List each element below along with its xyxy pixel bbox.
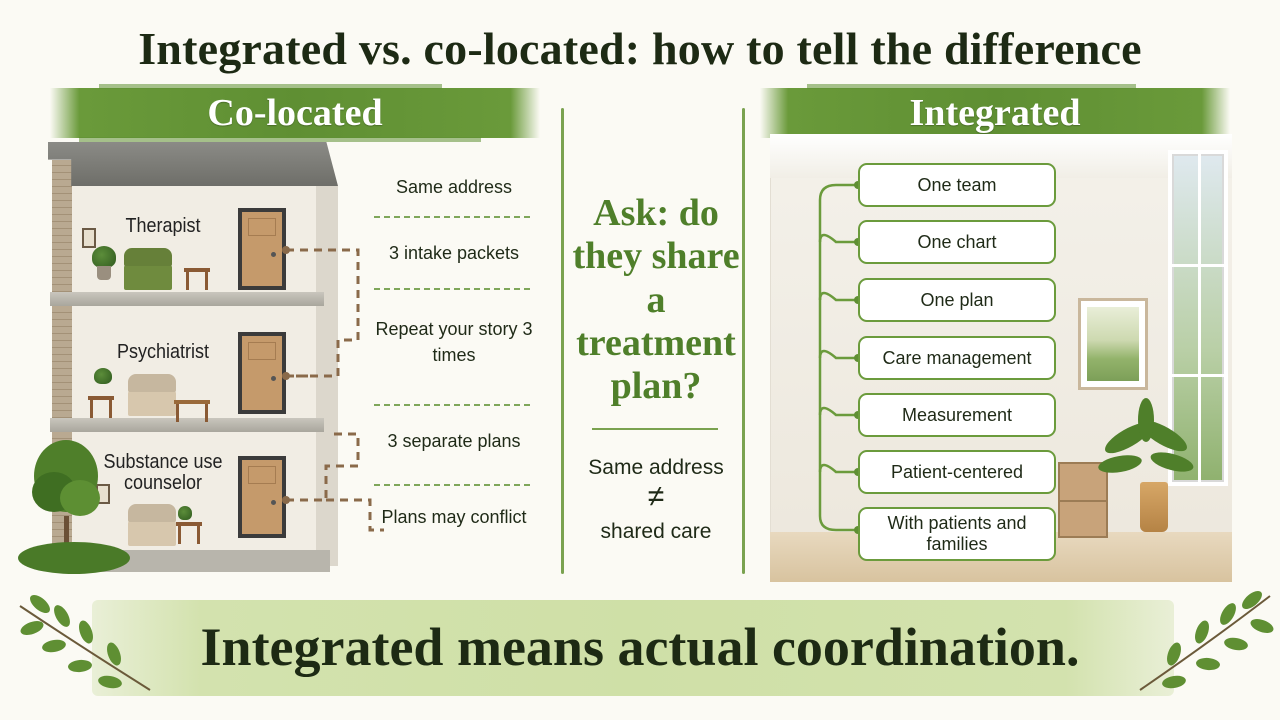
divider-line <box>742 108 745 574</box>
connector-line <box>286 432 360 502</box>
side-table-icon <box>88 396 114 418</box>
dashed-separator <box>374 288 530 290</box>
landscape-painting-icon <box>1078 298 1148 390</box>
leaf-branch-icon <box>19 595 151 691</box>
ask-question: Ask: do they share a treatment plan? <box>572 192 740 408</box>
co-located-item: 3 intake packets <box>388 243 520 263</box>
dashed-separator <box>374 484 530 486</box>
co-located-item: Plans may conflict <box>381 507 527 527</box>
co-located-item: Repeat your story 3 times <box>375 319 533 366</box>
integrated-item: Patient-centered <box>858 450 1056 494</box>
integrated-item: One plan <box>858 278 1056 322</box>
armchair-icon <box>128 518 176 546</box>
plant-pot-icon <box>1140 482 1168 532</box>
question-underline <box>592 428 718 430</box>
side-table-icon <box>176 522 202 544</box>
footer-band <box>92 600 1174 696</box>
integrated-item: One chart <box>858 220 1056 264</box>
same-address-label: Same address <box>588 456 724 479</box>
door-counselor <box>238 456 286 538</box>
side-table-icon <box>184 268 210 290</box>
co-located-item: 3 separate plans <box>387 431 521 451</box>
plant-icon <box>94 368 112 384</box>
plant-icon <box>92 246 116 268</box>
cabinet-icon <box>1058 462 1108 538</box>
connector-line <box>326 498 384 532</box>
door-therapist <box>238 208 286 290</box>
floor-slab <box>50 418 324 432</box>
desk-icon <box>174 400 210 422</box>
integrated-item: With patients and families <box>858 507 1056 561</box>
plant-icon <box>178 506 192 520</box>
floor-label-psychiatrist: Psychiatrist <box>116 341 210 363</box>
floor-label-therapist: Therapist <box>125 215 201 237</box>
co-located-item: Same address <box>395 177 513 197</box>
floor-label-counselor: Substance use counselor <box>103 451 223 494</box>
window-icon <box>1168 150 1228 486</box>
dashed-separator <box>374 404 530 406</box>
tree-icon <box>18 440 130 574</box>
co-located-heading: Co-located <box>50 84 540 142</box>
armchair-icon <box>124 262 172 290</box>
plant-pot-icon <box>97 266 111 280</box>
floor-slab <box>50 292 324 306</box>
integrated-item: One team <box>858 163 1056 207</box>
shared-care-label: shared care <box>600 520 712 543</box>
not-equal-symbol: ≠ <box>647 480 665 513</box>
integrated-item: Care management <box>858 336 1056 380</box>
armchair-icon <box>128 388 176 416</box>
plant-icon <box>1098 398 1194 473</box>
leaf-branch-icon <box>1139 591 1274 691</box>
building-roof <box>48 142 338 186</box>
integrated-item: Measurement <box>858 393 1056 437</box>
dashed-separator <box>374 216 530 218</box>
connector-line <box>286 248 360 378</box>
page-title: Integrated vs. co-located: how to tell t… <box>138 23 1142 74</box>
divider-line <box>561 108 564 574</box>
footer-message: Integrated means actual coordination. <box>200 617 1080 677</box>
wall-picture-icon <box>82 228 96 248</box>
